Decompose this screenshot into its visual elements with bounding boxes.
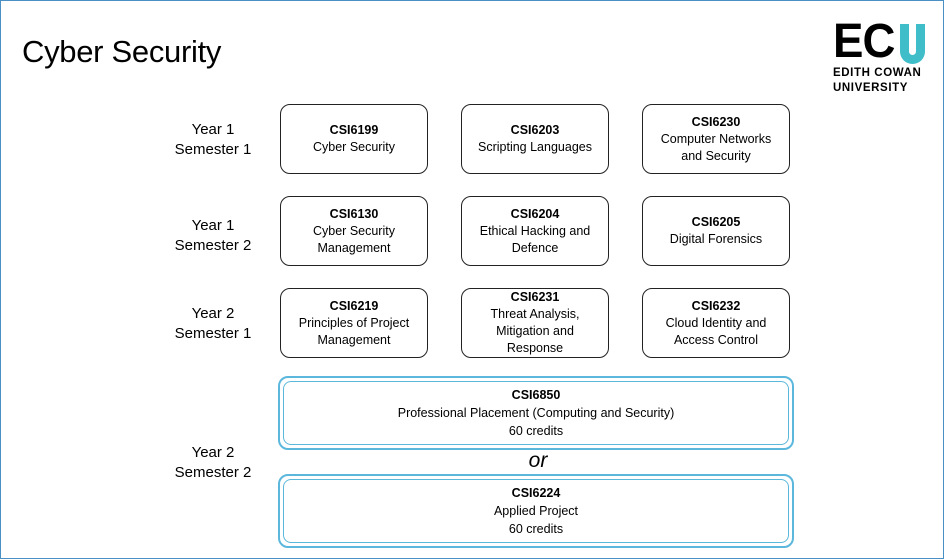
course-code: CSI6205	[691, 215, 741, 229]
row-year: Year 2	[191, 444, 235, 461]
option-credits: 60 credits	[508, 522, 564, 536]
option-box-csi6224: CSI6224 Applied Project 60 credits	[278, 474, 794, 548]
course-code: CSI6203	[510, 123, 560, 137]
course-box-csi6230: CSI6230 Computer Networks and Security	[642, 104, 790, 174]
logo-mark: EC	[833, 15, 925, 68]
option-name: Professional Placement (Computing and Se…	[397, 406, 675, 420]
row-label-y1s1: Year 1 Semester 1	[158, 120, 268, 160]
course-box-csi6231: CSI6231 Threat Analysis, Mitigation and …	[461, 288, 609, 358]
row-label-y2s1: Year 2 Semester 1	[158, 304, 268, 344]
course-box-csi6199: CSI6199 Cyber Security	[280, 104, 428, 174]
row-semester: Semester 2	[174, 237, 252, 254]
option-name: Applied Project	[493, 504, 579, 518]
row-year: Year 1	[191, 121, 235, 138]
course-name: Threat Analysis, Mitigation and Response	[490, 307, 580, 355]
course-box-csi6232: CSI6232 Cloud Identity and Access Contro…	[642, 288, 790, 358]
course-name: Scripting Languages	[478, 140, 592, 154]
or-label: or	[528, 449, 548, 472]
row-semester: Semester 1	[174, 325, 252, 342]
ecu-logo: EC EDITH COWAN UNIVERSITY	[833, 15, 925, 94]
logo-u-shape	[899, 24, 925, 64]
option-credits: 60 credits	[508, 424, 564, 438]
course-box-csi6203: CSI6203 Scripting Languages	[461, 104, 609, 174]
logo-letters: EC	[833, 15, 895, 68]
course-box-csi6130: CSI6130 Cyber Security Management	[280, 196, 428, 266]
row-year: Year 1	[191, 217, 235, 234]
logo-line-2: UNIVERSITY	[833, 82, 909, 94]
course-code: CSI6130	[329, 206, 379, 221]
course-name: Cyber Security	[313, 140, 395, 154]
course-name: Cloud Identity and Access Control	[665, 315, 767, 347]
course-name: Principles of Project Management	[298, 315, 410, 347]
row-year: Year 2	[191, 305, 235, 322]
course-name: Digital Forensics	[669, 232, 763, 246]
course-code: CSI6219	[329, 298, 379, 313]
course-box-csi6205: CSI6205 Digital Forensics	[642, 196, 790, 266]
row-semester: Semester 2	[174, 464, 252, 481]
option-box-inner: CSI6224 Applied Project 60 credits	[283, 479, 789, 543]
row-label-y1s2: Year 1 Semester 2	[158, 216, 268, 256]
option-box-inner: CSI6850 Professional Placement (Computin…	[283, 381, 789, 445]
option-code: CSI6850	[511, 388, 561, 402]
row-label-y2s2: Year 2 Semester 2	[158, 443, 268, 483]
course-box-csi6219: CSI6219 Principles of Project Management	[280, 288, 428, 358]
course-code: CSI6232	[691, 298, 741, 313]
course-name: Cyber Security Management	[313, 223, 395, 255]
row-semester: Semester 1	[174, 141, 252, 158]
course-code: CSI6199	[329, 123, 379, 137]
option-box-csi6850: CSI6850 Professional Placement (Computin…	[278, 376, 794, 450]
course-code: CSI6231	[510, 290, 560, 304]
course-box-csi6204: CSI6204 Ethical Hacking and Defence	[461, 196, 609, 266]
course-name: Computer Networks and Security	[660, 131, 772, 163]
logo-line-1: EDITH COWAN	[833, 67, 922, 79]
course-code: CSI6204	[510, 206, 560, 221]
course-code: CSI6230	[691, 114, 741, 129]
course-name: Ethical Hacking and Defence	[479, 223, 591, 255]
page-title: Cyber Security	[22, 34, 222, 69]
option-code: CSI6224	[511, 486, 561, 500]
